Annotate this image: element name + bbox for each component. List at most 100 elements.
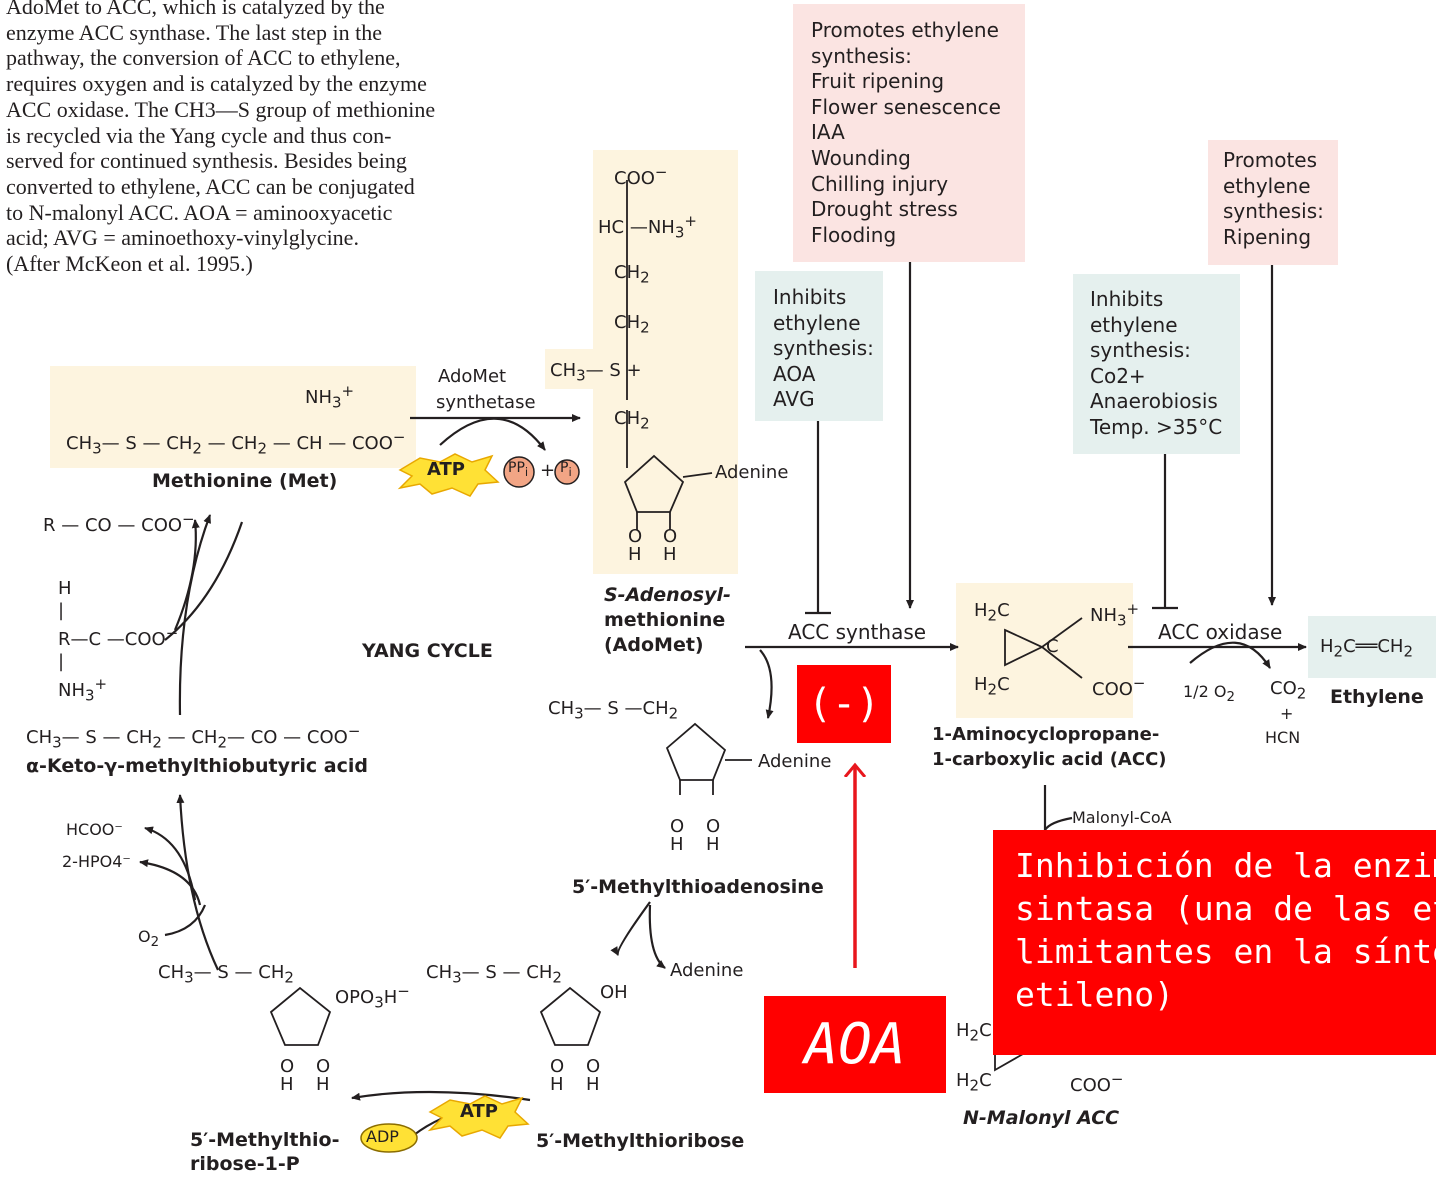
methionine-name: Methionine (Met) <box>152 470 338 492</box>
malonyl-coa-label: Malonyl-CoA <box>1072 808 1172 827</box>
box-line: ethylene <box>1090 312 1178 337</box>
inhibits-synthase-box: Inhibits ethylene synthesis: AOA AVG <box>755 271 883 421</box>
plus-label: + <box>540 460 556 481</box>
mtr-oh: OH <box>600 982 628 1003</box>
box-line: Flooding <box>811 222 897 247</box>
mtr1p-to-keto-curve <box>176 794 219 971</box>
keto-acid-release-curve <box>173 519 200 631</box>
atp-star-icon <box>397 453 500 497</box>
methionine-formula: CH3— S — CH2 — CH2 — CH — COO− <box>66 428 406 458</box>
adenine-release-curve <box>648 904 666 969</box>
adomet-name-line: methionine <box>604 609 726 631</box>
ppi-label: PPi <box>508 460 529 479</box>
caption-line: (After McKeon et al. 1995.) <box>6 251 253 277</box>
promotes-synthase-box: Promotes ethylene synthesis: Fruit ripen… <box>793 4 1025 262</box>
acc-h2c-bottom: H2C <box>974 674 1010 699</box>
figure-caption: AdoMet to ACC, which is catalyzed by the… <box>6 0 566 277</box>
hcn-label: HCN <box>1265 728 1301 747</box>
malonyl-h2c-top: H2C <box>956 1020 992 1045</box>
box-line: Anaerobiosis <box>1090 389 1218 414</box>
box-line: Co2+ <box>1090 363 1146 388</box>
acc-name: 1-Aminocyclopropane- 1-carboxylic acid (… <box>932 722 1167 772</box>
mtr1p-ribose-ring <box>269 986 332 1046</box>
box-line: ethylene <box>1223 173 1311 198</box>
ethylene-box <box>1308 616 1436 678</box>
caption-line: enzyme ACC synthase. The last step in th… <box>6 19 382 45</box>
mta-name: 5′-Methylthioadenosine <box>572 876 824 898</box>
malonyl-coo: COO− <box>1070 1070 1124 1096</box>
adomet-name-line: (AdoMet) <box>604 634 704 656</box>
acc-name-line: 1-carboxylic acid (ACC) <box>932 749 1167 770</box>
mtr-name: 5′-Methylthioribose <box>536 1130 745 1152</box>
mta-ch3-s-ch2: CH3— S —CH2 <box>548 698 679 723</box>
adomet-ch3-s: CH3— S + <box>550 360 642 385</box>
adomet-coo: COO− <box>614 163 668 189</box>
inhibits-oxidase-box: Inhibits ethylene synthesis: Co2+ Anaero… <box>1073 274 1240 454</box>
acc-c: C <box>1046 636 1059 657</box>
acc-nh3: NH3+ <box>1090 600 1140 630</box>
adomet-ribose-ring <box>623 454 685 513</box>
note-line: limitantes en la síntesis de <box>1015 932 1436 971</box>
methionine-highlight <box>50 366 416 468</box>
box-line: AVG <box>773 387 815 412</box>
pi-icon <box>554 459 580 485</box>
atp-label-2: ATP <box>460 1101 499 1122</box>
pi-label: Pi <box>560 460 572 479</box>
acc-name-line: 1-Aminocyclopropane- <box>932 724 1160 745</box>
ethylene-formula: H2C══CH2 <box>1320 636 1413 661</box>
hcoo-label: HCOO⁻ <box>66 820 123 839</box>
box-line: Promotes ethylene <box>811 18 999 42</box>
box-line: synthesis: <box>1090 338 1191 363</box>
caption-line: is recycled via the Yang cycle and thus … <box>6 122 392 148</box>
box-line: Temp. >35°C <box>1090 414 1223 439</box>
nh3-label: NH3+ <box>305 382 355 412</box>
plus-co2-hcn: + <box>1280 704 1294 723</box>
caption-line: acid; AVG = aminoethoxy-vinylglycine. <box>6 225 359 251</box>
hpo4-release-curve <box>139 859 202 906</box>
adomet-name: S-Adenosyl- methionine (AdoMet) <box>604 583 731 658</box>
mtr1p-name-line: 5′-Methylthio- <box>190 1129 340 1151</box>
mta-ribose-ring <box>665 722 727 781</box>
mtr1p-name: 5′-Methylthio- ribose-1-P <box>190 1128 339 1176</box>
atp-star-icon <box>427 1095 530 1139</box>
half-o2-label: 1/2 O2 <box>1183 682 1235 706</box>
box-line: Wounding <box>811 145 911 170</box>
aoa-label-box: AOA <box>764 996 946 1093</box>
acc-synthase-label: ACC synthase <box>788 620 927 644</box>
adomet-hc-nh3: HC —NH3+ <box>598 212 697 242</box>
box-line: synthesis: <box>773 336 874 361</box>
acc-h2c-top: H2C <box>974 600 1010 625</box>
atp-consumption-curve <box>439 417 546 451</box>
acc-highlight <box>956 583 1133 718</box>
inhibition-minus-label: (-) <box>797 665 891 743</box>
note-line: Inhibición de la enzima ACC <box>1015 846 1436 885</box>
opo3h-label: OPO3H− <box>335 982 410 1012</box>
mtr-formula: CH3— S — CH2 <box>426 962 562 987</box>
adomet-synthetase-label-2: synthetase <box>436 392 536 413</box>
box-line: IAA <box>811 120 845 145</box>
box-line: synthesis: <box>1223 199 1324 224</box>
caption-line: to N-malonyl ACC. AOA = aminooxyacetic <box>6 199 393 225</box>
adp-label: ADP <box>366 1127 399 1146</box>
acc-oxidase-label: ACC oxidase <box>1158 620 1283 644</box>
adomet-ch2-1: CH2 <box>614 262 650 287</box>
caption-line: served for continued synthesis. Besides … <box>6 148 407 174</box>
adomet-ch2-3: CH2 <box>614 408 650 433</box>
box-line: Ripening <box>1223 224 1312 249</box>
box-line: Drought stress <box>811 197 958 222</box>
adomet-highlight-side <box>545 349 595 389</box>
caption-line: converted to ethylene, ACC can be conjug… <box>6 173 415 199</box>
keto-formula: CH3— S — CH2 — CH2— CO — COO− <box>26 722 361 752</box>
glutamine-transamination-curve <box>164 521 244 641</box>
amino-acid-structure: H|R—C —COO−|NH3+ <box>58 578 179 705</box>
mta-to-mtr-curve <box>610 901 651 956</box>
o2-label: O2 <box>138 927 160 951</box>
mtr-to-mtr1p-curve <box>351 1090 531 1102</box>
acc-cyclopropane <box>1004 628 1045 667</box>
yang-cycle-label: YANG CYCLE <box>362 640 493 662</box>
oxygen-curve <box>1189 641 1271 669</box>
box-line: Fruit ripening <box>811 69 945 94</box>
